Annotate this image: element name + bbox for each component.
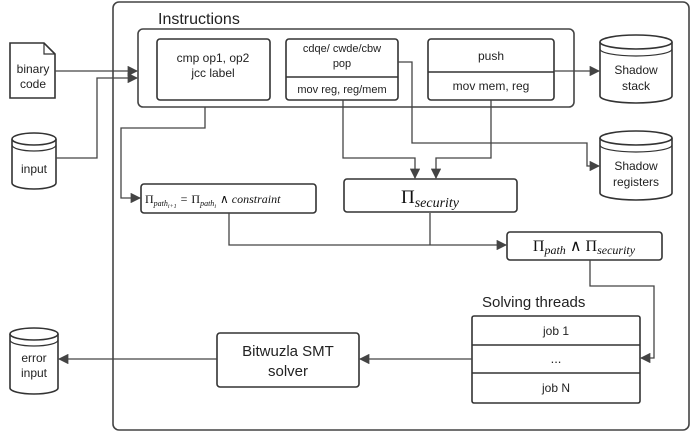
job-dots: ... [551, 351, 562, 366]
path-constraint-formula-box: Πpathi+1=Πpathi∧constraint [140, 183, 317, 214]
svg-text:push: push [478, 49, 504, 63]
svg-text:input: input [21, 162, 48, 176]
svg-text:cmp op1, op2: cmp op1, op2 [177, 51, 250, 65]
cmp-instruction-box: cmp op1, op2 jcc label [156, 38, 271, 101]
svg-text:stack: stack [622, 79, 651, 93]
security-formula-box: Πsecurity [343, 178, 518, 213]
cdqe-pop-mov-box: cdqe/ cwde/cbw pop mov reg, reg/mem [285, 38, 399, 101]
svg-text:input: input [21, 366, 48, 380]
instructions-title: Instructions [158, 11, 240, 28]
error-input-database: error input [9, 327, 59, 395]
svg-text:pop: pop [333, 58, 351, 70]
outer-frame [112, 1, 690, 431]
svg-text:mov mem, reg: mov mem, reg [453, 79, 530, 93]
svg-text:code: code [20, 77, 46, 91]
bitwuzla-solver-box: Bitwuzla SMT solver [216, 332, 360, 388]
arrow-mov-reg-to-security [342, 100, 421, 180]
job-1: job 1 [542, 324, 569, 338]
svg-text:Shadow: Shadow [614, 159, 658, 173]
svg-text:Shadow: Shadow [614, 63, 658, 77]
binary-code-document: binary code [9, 42, 56, 99]
svg-text:Bitwuzla SMT: Bitwuzla SMT [242, 343, 334, 360]
solving-threads-job-table: job 1 ... job N [471, 315, 641, 404]
arrow-push-to-security [430, 100, 492, 180]
svg-text:mov reg, reg/mem: mov reg, reg/mem [297, 84, 386, 96]
shadow-stack-database: Shadow stack [599, 34, 673, 104]
solving-threads-title: Solving threads [482, 294, 585, 311]
svg-text:registers: registers [613, 175, 659, 189]
svg-text:solver: solver [268, 363, 308, 380]
svg-text:cdqe/ cwde/cbw: cdqe/ cwde/cbw [303, 43, 381, 55]
svg-text:Πsecurity: Πsecurity [401, 187, 460, 211]
arrow-input-to-instructions [56, 72, 139, 159]
svg-text:jcc label: jcc label [190, 66, 234, 80]
arrow-cdqe-to-shadow-registers [398, 61, 601, 172]
job-n: job N [541, 381, 570, 395]
push-mov-mem-box: push mov mem, reg [427, 38, 555, 101]
svg-text:binary: binary [17, 62, 50, 76]
shadow-registers-database: Shadow registers [599, 130, 673, 201]
arrow-formulas-to-conjunction [228, 213, 506, 245]
arrow-conjunction-to-solving-threads [589, 260, 655, 364]
svg-text:Πpathi+1=Πpathi∧constraint: Πpathi+1=Πpathi∧constraint [145, 192, 281, 210]
svg-text:Πpath∧Πsecurity: Πpath∧Πsecurity [533, 238, 636, 257]
arrow-cmp-to-path-constraint [120, 107, 206, 204]
path-and-security-formula-box: Πpath∧Πsecurity [506, 231, 663, 261]
svg-text:error: error [21, 351, 46, 365]
input-database: input [11, 132, 57, 190]
